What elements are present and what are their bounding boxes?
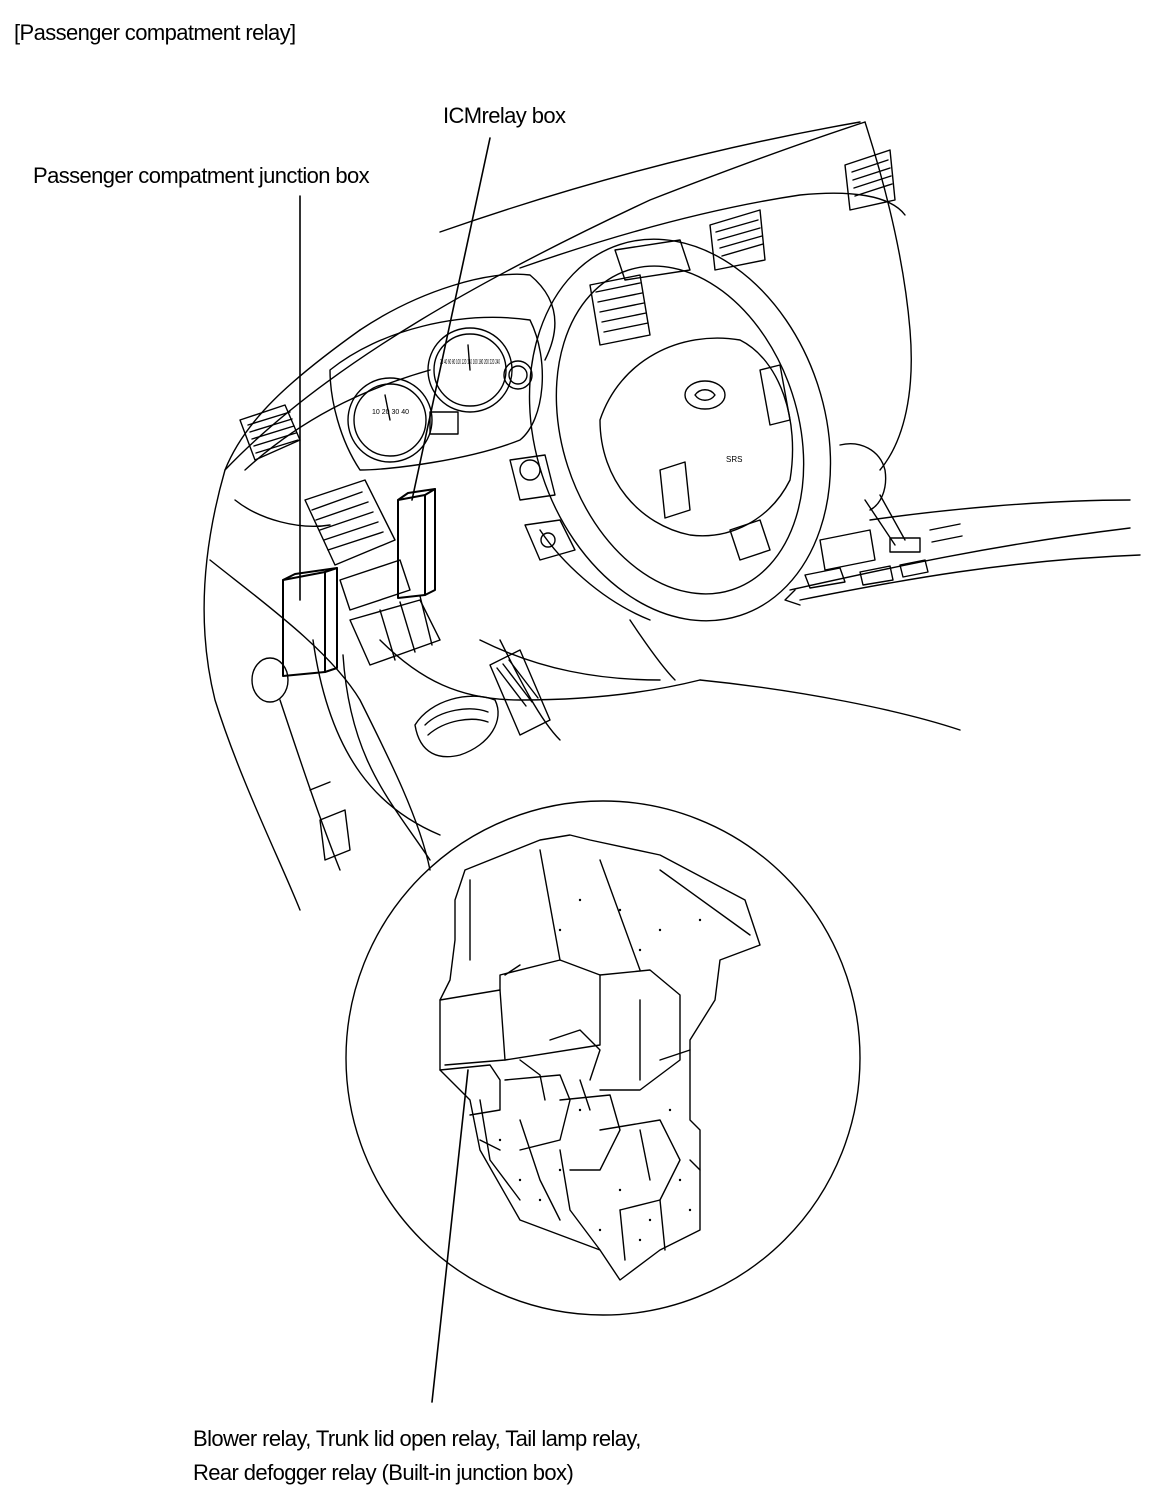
leader-lines — [300, 138, 490, 1402]
airbag-srs-text: SRS — [726, 455, 742, 464]
brake-pedal — [415, 696, 498, 757]
relay-list-line-1: Blower relay, Trunk lid open relay, Tail… — [193, 1426, 641, 1451]
relay-list-line-2: Rear defogger relay (Built-in junction b… — [193, 1460, 574, 1485]
accelerator-pedal — [490, 650, 550, 735]
gear-shifter — [805, 444, 962, 588]
defroster-vent-center — [710, 210, 765, 270]
dashboard-outline — [204, 122, 1140, 910]
speedometer-numbers: 20 40 60 80 100 120 140 160 180 200 220 … — [440, 359, 500, 366]
instrument-cluster — [330, 317, 542, 470]
magnification-callout — [313, 640, 860, 1315]
icm-relay-leader — [412, 138, 490, 500]
junction-box-marker — [283, 568, 337, 676]
steering-wheel — [482, 200, 878, 661]
lower-dashboard-details — [252, 658, 350, 860]
relay-list-label: Blower relay, Trunk lid open relay, Tail… — [193, 1422, 641, 1490]
junction-box-stipple — [498, 898, 702, 1242]
center-vent-upper — [590, 240, 690, 345]
icm-relay-box-marker — [398, 489, 435, 598]
tachometer-numbers: 10 20 30 40 — [372, 409, 409, 416]
left-side-vent — [240, 405, 300, 460]
junction-box-detail — [440, 835, 760, 1280]
junction-box-label: Passenger compatment junction box — [33, 163, 370, 188]
defroster-vent-right — [845, 150, 895, 210]
icm-relay-box-label: ICMrelay box — [443, 103, 566, 128]
center-stack — [305, 455, 575, 665]
diagram-title: [Passenger compatment relay] — [14, 20, 296, 45]
relay-list-leader — [432, 1070, 468, 1402]
